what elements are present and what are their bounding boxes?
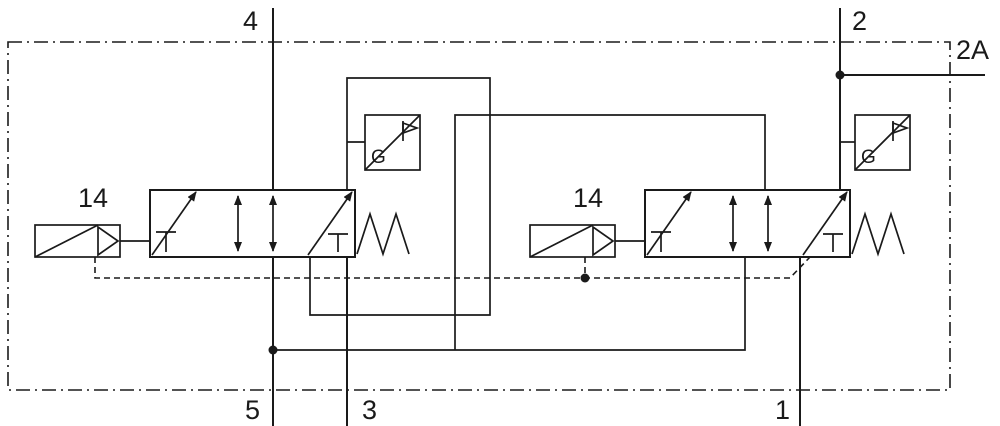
valve-left: G xyxy=(34,114,421,258)
port-3-label: 3 xyxy=(362,395,377,425)
solenoid-right-box xyxy=(529,224,616,258)
manifold-border xyxy=(7,41,951,391)
valve-right: G xyxy=(529,114,911,258)
right-valve-routing-line xyxy=(454,114,766,350)
solenoid-left-pilot-triangle-icon xyxy=(97,225,120,257)
flag-icon xyxy=(402,121,420,135)
valve-left-flowpath-diagonal xyxy=(151,191,197,256)
junction-dot xyxy=(835,70,845,80)
solenoid-right-pilot-triangle-icon xyxy=(592,225,615,257)
flag-icon xyxy=(892,121,910,135)
gauge-left-label: G xyxy=(371,147,386,168)
solenoid-right-diagonal xyxy=(529,224,594,258)
gauge-left-diagonal xyxy=(364,114,421,171)
gauge-left-box xyxy=(364,114,421,171)
port-5-label: 5 xyxy=(245,395,260,425)
spring-left-icon xyxy=(356,211,410,257)
port-2-label: 2 xyxy=(852,6,867,36)
spring-right-icon xyxy=(851,211,905,257)
junction-dot xyxy=(580,273,590,283)
port-1-label: 1 xyxy=(775,395,790,425)
valve-right-body xyxy=(644,189,851,258)
junction-dot xyxy=(268,345,278,355)
left-valve-routing-line xyxy=(309,77,491,316)
gauge-right-diagonal xyxy=(854,114,911,171)
solenoid-left-box xyxy=(34,224,121,258)
output-2a-label: 2A xyxy=(956,35,989,65)
pilot-supply-dashed-line xyxy=(94,256,811,279)
pilot-14-left-label: 14 xyxy=(78,183,108,213)
pilot-14-right-label: 14 xyxy=(573,183,603,213)
valve-right-flowpath-diagonal xyxy=(646,191,692,256)
valve-left-flowpath-diagonal xyxy=(307,191,353,256)
valve-left-body xyxy=(149,189,356,258)
solenoid-left-diagonal xyxy=(34,224,99,258)
gauge-right-box xyxy=(854,114,911,171)
port-4-label: 4 xyxy=(243,6,258,36)
gauge-right-label: G xyxy=(861,147,876,168)
valve-right-flowpath-diagonal xyxy=(802,191,848,256)
bottom-routing-line xyxy=(273,257,746,351)
